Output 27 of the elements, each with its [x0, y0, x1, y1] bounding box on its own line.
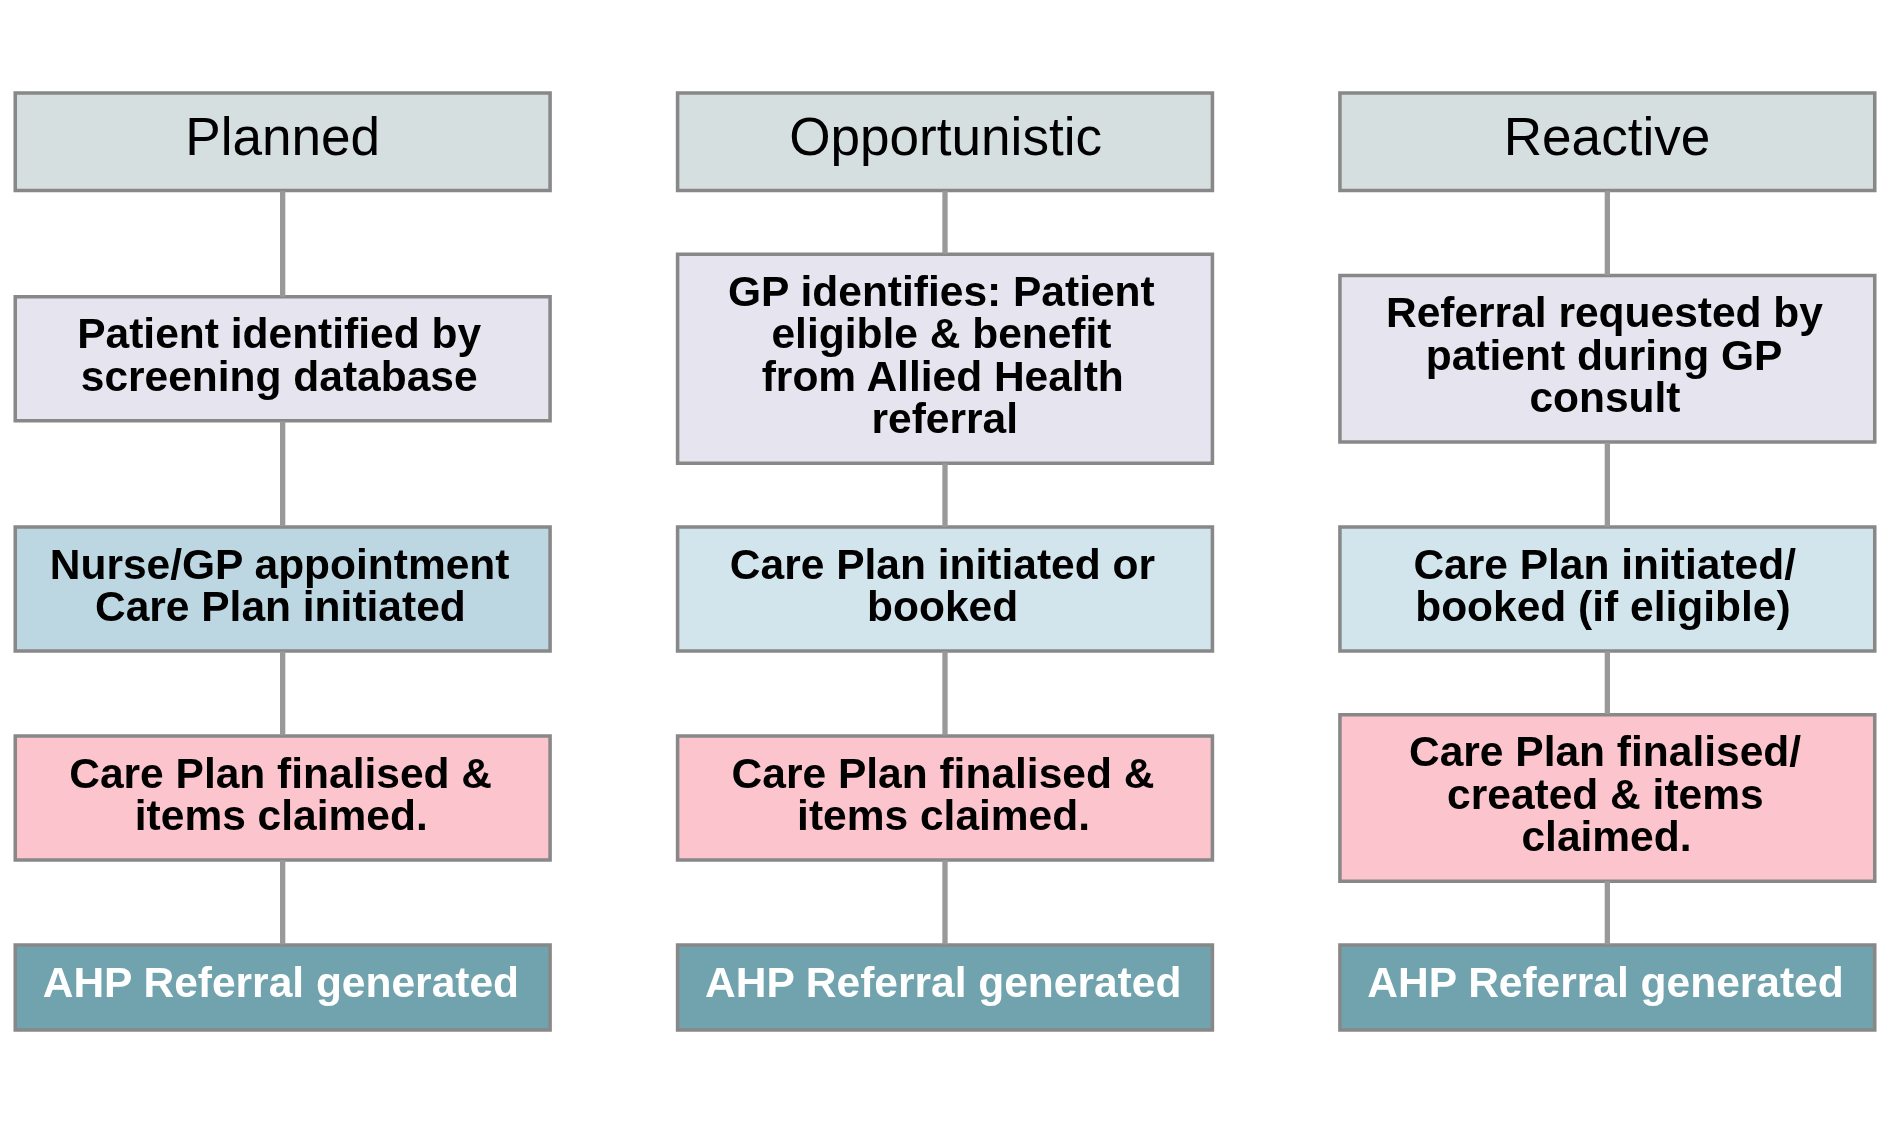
connector	[280, 860, 286, 945]
node-box: AHP Referral generated	[675, 943, 1215, 1032]
node-box: Care Plan finalised & items claimed.	[675, 734, 1215, 862]
node-box: Planned	[13, 91, 552, 193]
node-box: Care Plan initiated or booked	[675, 525, 1215, 653]
node-box: AHP Referral generated	[1338, 943, 1877, 1032]
node-box: Opportunistic	[675, 91, 1215, 193]
connector	[1604, 881, 1610, 945]
node-box: Referral requested by patient during GP consult	[1338, 273, 1877, 444]
connector	[280, 421, 286, 527]
node-box: GP identifies: Patient eligible & benefit from Allied Health referral	[675, 252, 1215, 465]
node-box: Care Plan finalised & items claimed.	[13, 734, 552, 862]
connector	[942, 860, 948, 945]
connector	[280, 651, 286, 736]
connector	[942, 463, 948, 527]
connector	[942, 190, 948, 254]
node-box: Reactive	[1338, 91, 1877, 193]
node-box: Patient identified by screening database	[13, 294, 552, 423]
node-box: Nurse/GP appointment Care Plan initiated	[13, 525, 552, 653]
connector	[1604, 442, 1610, 527]
node-box: Care Plan initiated/ booked (if eligible)	[1338, 525, 1877, 653]
connector	[1604, 190, 1610, 276]
connector	[942, 651, 948, 736]
connector	[280, 190, 286, 297]
node-box: AHP Referral generated	[13, 943, 552, 1032]
node-box: Care Plan finalised/ created & items claimed.	[1338, 712, 1877, 883]
connector	[1604, 651, 1610, 714]
